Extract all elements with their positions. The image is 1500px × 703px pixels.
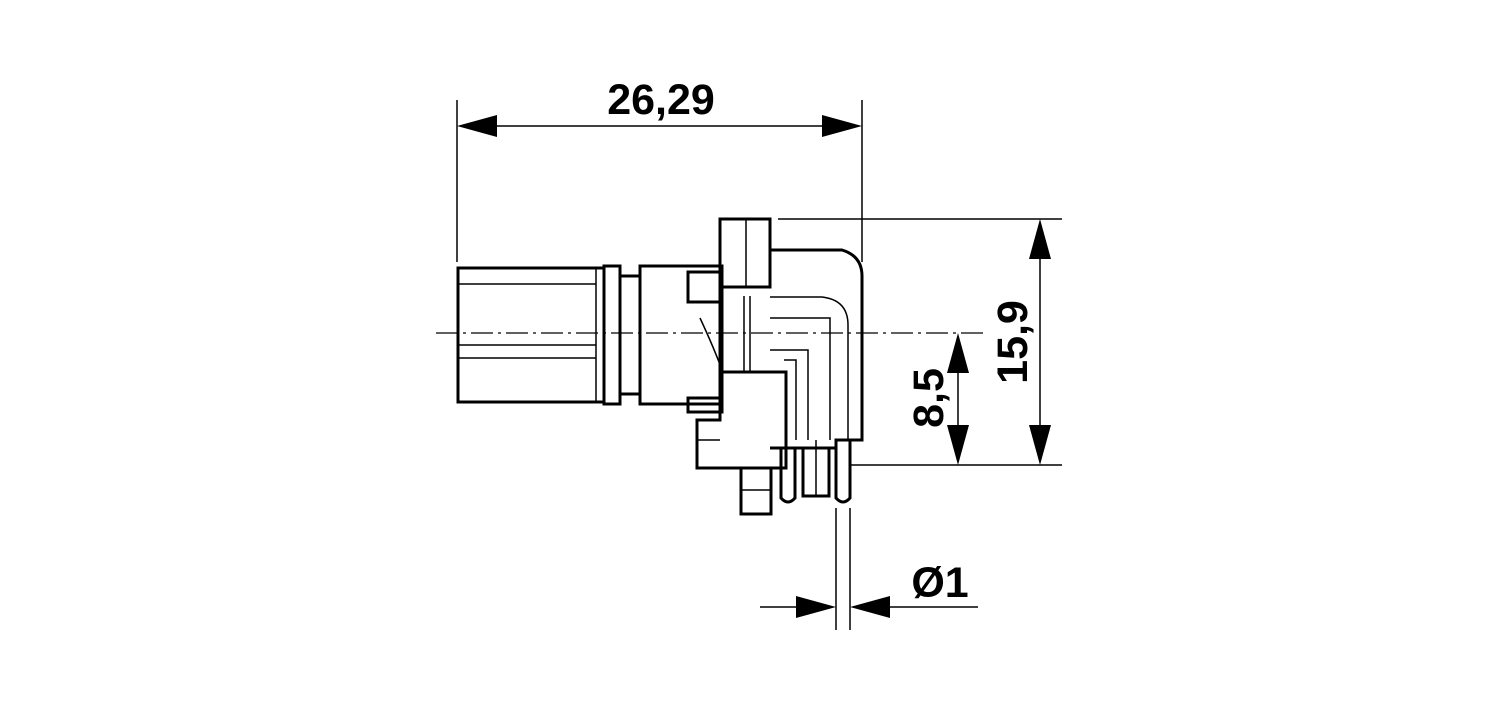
length-dimension: 26,29 (456, 76, 863, 262)
length-label: 26,29 (607, 76, 715, 124)
diameter-label: Ø1 (911, 559, 968, 607)
base-block (695, 370, 788, 470)
center-height-label: 8,5 (905, 368, 953, 428)
mounting-peg (739, 468, 773, 516)
diameter-dimension: Ø1 (760, 508, 978, 630)
latch-block (718, 217, 772, 289)
connector-outline (456, 217, 864, 516)
pin-left (779, 448, 797, 504)
collar-ring (602, 264, 622, 406)
center-height-dimension: 8,5 (905, 333, 969, 465)
pin-right (834, 440, 852, 504)
height-label: 15,9 (989, 300, 1037, 384)
housing-body (638, 264, 724, 406)
height-dimension: 15,9 (778, 218, 1062, 466)
front-sleeve (456, 266, 606, 404)
